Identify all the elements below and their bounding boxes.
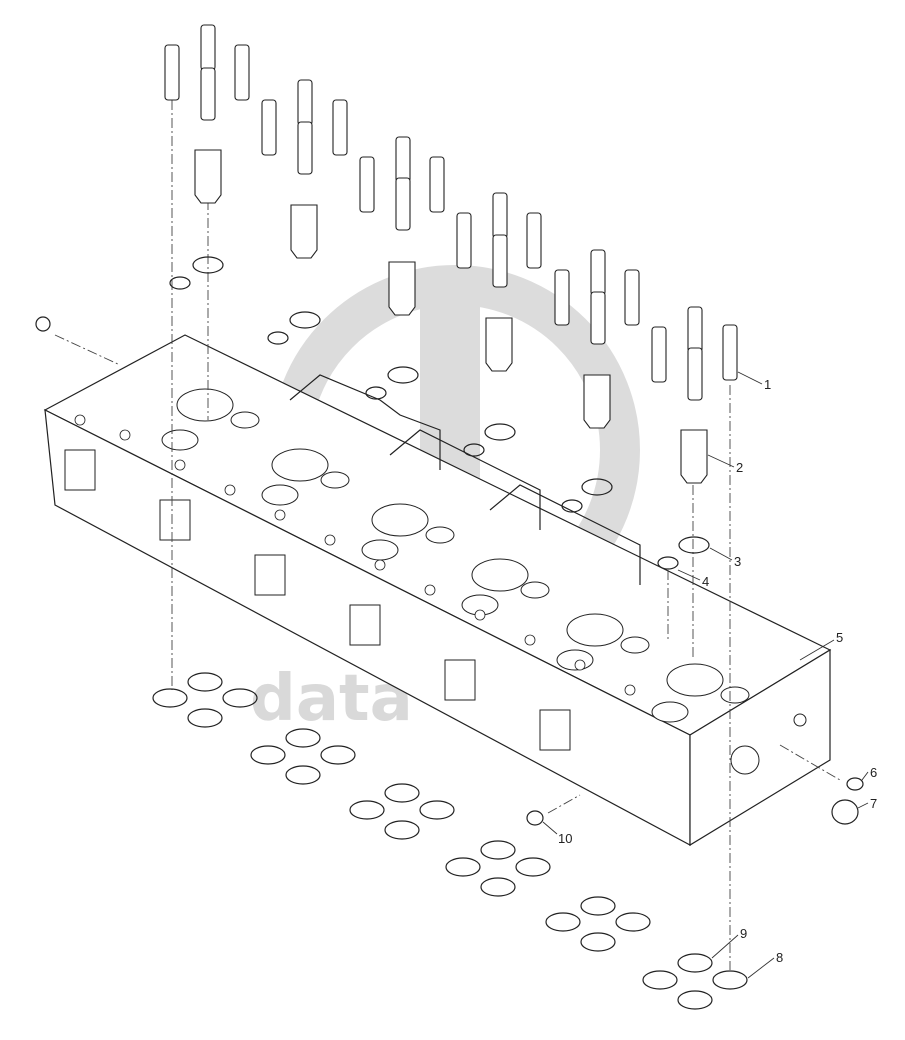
- sleeve-tubes: [164, 24, 738, 401]
- callout-6: 6: [870, 765, 877, 780]
- callout-5: 5: [836, 630, 843, 645]
- plugs: [526, 777, 864, 826]
- callout-10: 10: [558, 831, 572, 846]
- callout-7: 7: [870, 796, 877, 811]
- assembly-lines: [54, 100, 841, 970]
- callout-1: 1: [764, 377, 771, 392]
- cylinder-head: [43, 334, 832, 847]
- callout-9: 9: [740, 926, 747, 941]
- valve-seat-rings: [152, 672, 748, 1010]
- callout-2: 2: [736, 460, 743, 475]
- injector-sleeves: [194, 149, 708, 484]
- callouts: [542, 371, 869, 979]
- o-rings-upper: [35, 256, 710, 570]
- callout-4: 4: [702, 574, 709, 589]
- callout-3: 3: [734, 554, 741, 569]
- callout-8: 8: [776, 950, 783, 965]
